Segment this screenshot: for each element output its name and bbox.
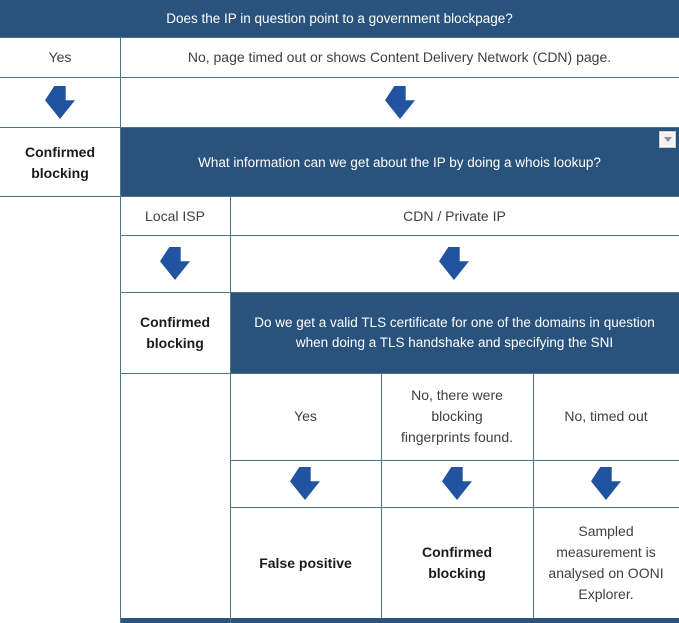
grid-line [0,127,679,128]
down-arrow-icon [439,247,469,280]
down-arrow-icon [160,247,190,280]
grid-line [381,373,382,618]
outcome-confirmed-blocking-1: Confirmed blocking [0,128,120,197]
grid-line [230,507,679,508]
outcome-confirmed-blocking-2: Confirmed blocking [120,293,230,373]
next-header-strip [120,618,679,623]
grid-line [0,77,679,78]
outcome-false-positive-label: False positive [259,554,352,571]
question-header-whois-label: What information can we get about the IP… [198,154,601,170]
question-header-tls-label: Do we get a valid TLS certificate for on… [254,315,655,350]
answer-yes-cell: Yes [0,37,120,78]
outcome-confirmed-blocking-3: Confirmed blocking [381,508,533,618]
outcome-sampled-ooni: Sampled measurement is analysed on OONI … [533,508,679,618]
answer-cdn-private-ip-label: CDN / Private IP [403,207,506,224]
answer-no-cdn-label: No, page timed out or shows Content Deli… [187,49,612,65]
answer-no-fingerprints-cell: No, there were blocking fingerprints fou… [381,373,533,460]
grid-line [120,235,679,236]
grid-line [120,373,679,374]
answer-no-fingerprints-label: No, there were blocking fingerprints fou… [400,387,514,445]
answer-no-cdn-cell: No, page timed out or shows Content Deli… [120,37,679,78]
outcome-confirmed-blocking-3-label: Confirmed blocking [422,544,492,581]
grid-line [0,37,679,38]
outcome-confirmed-blocking-2-label: Confirmed blocking [140,314,210,351]
answer-local-isp-label: Local ISP [145,207,205,224]
grid-line [230,196,231,623]
outcome-confirmed-blocking-1-label: Confirmed blocking [25,143,95,181]
outcome-false-positive: False positive [230,508,381,618]
answer-yes-label: Yes [48,49,72,65]
down-arrow-icon [591,467,621,500]
grid-line [0,196,679,197]
outcome-sampled-ooni-label: Sampled measurement is analysed on OONI … [548,523,664,602]
answer-tls-yes-label: Yes [294,408,317,424]
answer-local-isp-cell: Local ISP [120,197,230,235]
grid-line [120,37,121,623]
answer-cdn-private-ip-cell: CDN / Private IP [230,197,679,235]
answer-tls-yes-cell: Yes [230,373,381,460]
grid-line [533,373,534,618]
grid-line [230,460,679,461]
down-arrow-icon [442,467,472,500]
dropdown-arrow-icon [663,137,672,142]
down-arrow-icon [45,86,75,119]
answer-no-timed-out-label: No, timed out [564,408,648,424]
down-arrow-icon [385,86,415,119]
question-header-blockpage: Does the IP in question point to a gover… [0,0,679,37]
answer-no-timed-out-cell: No, timed out [533,373,679,460]
question-header-blockpage-label: Does the IP in question point to a gover… [166,10,513,26]
grid-line [120,292,679,293]
down-arrow-icon [290,467,320,500]
question-header-whois: What information can we get about the IP… [120,128,679,197]
dropdown-button[interactable] [659,131,676,148]
question-header-tls: Do we get a valid TLS certificate for on… [230,293,679,373]
